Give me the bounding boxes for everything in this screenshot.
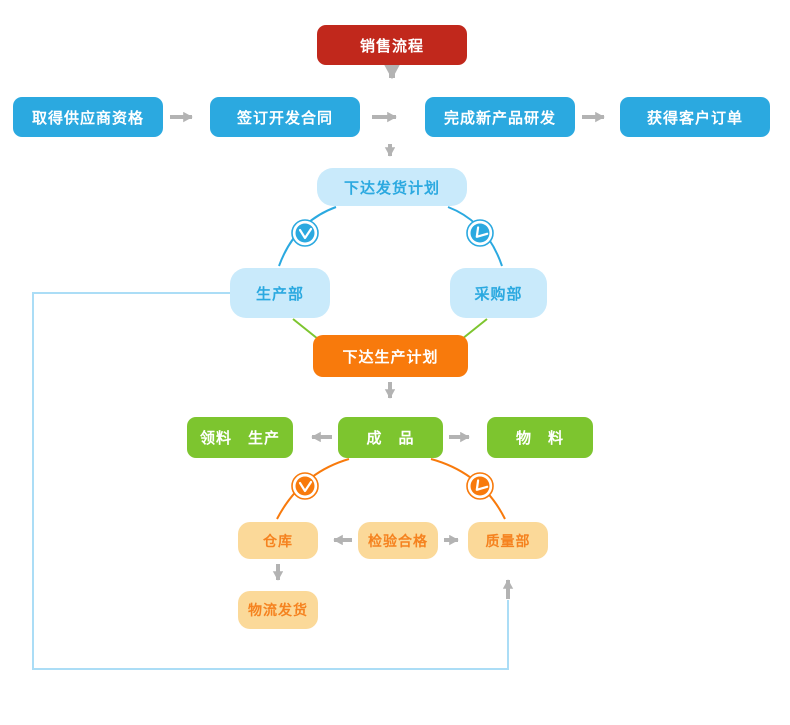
node-logistics-shipping: 物流发货: [238, 591, 318, 629]
node-material-production: 领料 生产: [187, 417, 293, 458]
node-new-product-rd: 完成新产品研发: [425, 97, 575, 137]
node-warehouse: 仓库: [238, 522, 318, 559]
feedback-loop-line: [32, 292, 509, 670]
clock-icon: [466, 219, 494, 247]
clock-icon: [291, 219, 319, 247]
node-sales-process: 销售流程: [317, 25, 467, 65]
node-supplier-qualification: 取得供应商资格: [13, 97, 163, 137]
node-quality-dept: 质量部: [468, 522, 548, 559]
dept-line-right: [461, 318, 488, 340]
node-purchasing-dept: 采购部: [450, 268, 547, 318]
node-production-dept: 生产部: [230, 268, 330, 318]
node-inspection-passed: 检验合格: [358, 522, 438, 559]
node-production-plan: 下达生产计划: [313, 335, 468, 377]
node-customer-order: 获得客户订单: [620, 97, 770, 137]
clock-icon: [466, 472, 494, 500]
node-development-contract: 签订开发合同: [210, 97, 360, 137]
node-shipping-plan: 下达发货计划: [317, 168, 467, 206]
node-finished-goods: 成 品: [338, 417, 443, 458]
clock-icon: [291, 472, 319, 500]
node-materials: 物 料: [487, 417, 593, 458]
dept-line-left: [292, 318, 319, 340]
